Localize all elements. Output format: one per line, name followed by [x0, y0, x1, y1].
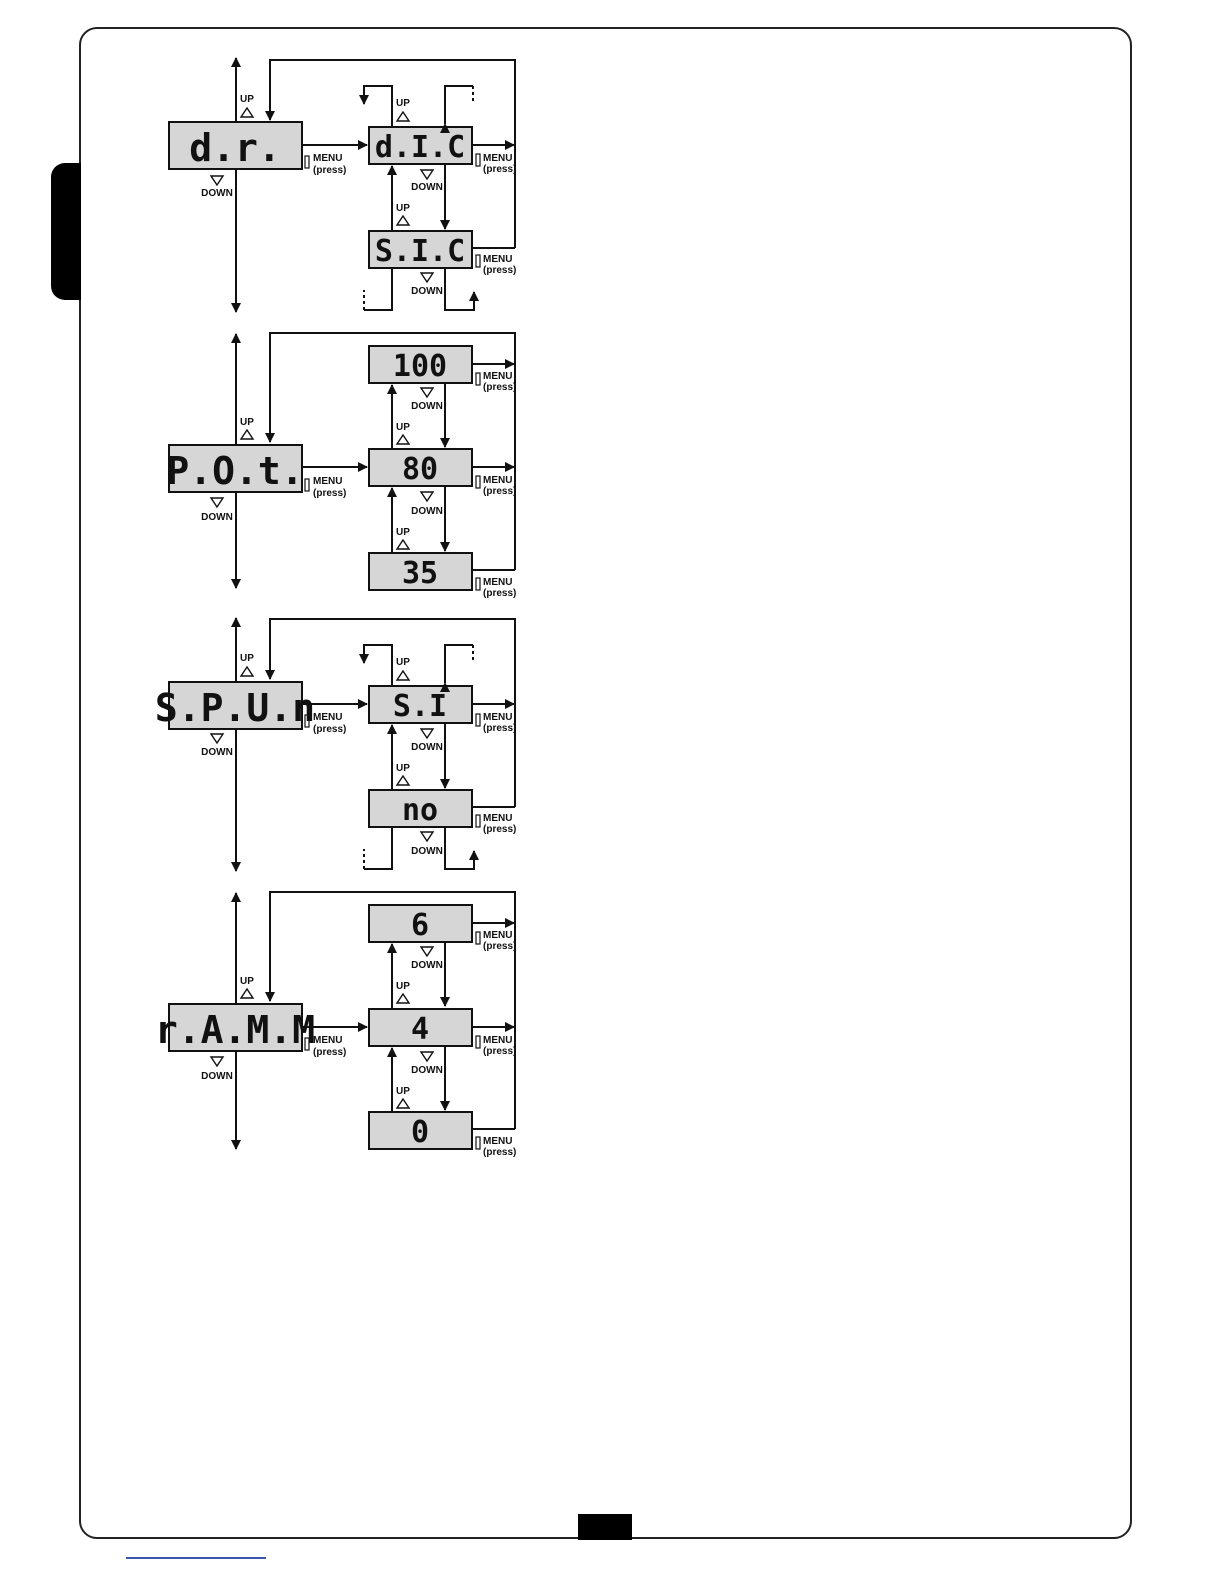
up-label: UP [396, 203, 410, 214]
menu-label: MENU [483, 475, 512, 486]
up-label: UP [396, 527, 410, 538]
up-label: UP [240, 653, 254, 664]
option-display: S.I [368, 685, 473, 724]
display-text: d.I.C [375, 130, 465, 165]
down-label: DOWN [411, 742, 443, 753]
down-label: DOWN [201, 1071, 233, 1082]
display-text: no [402, 793, 438, 828]
press-label: (press) [483, 265, 516, 276]
menu-label: MENU [313, 476, 342, 487]
down-label: DOWN [201, 747, 233, 758]
down-label: DOWN [411, 182, 443, 193]
press-label: (press) [483, 723, 516, 734]
press-label: (press) [483, 486, 516, 497]
press-label: (press) [483, 1046, 516, 1057]
display-text: P.O.t. [166, 449, 303, 493]
menu-group-ram: r.A.M.M UP DOWN MENU (press) 6 MENU (pre… [155, 891, 516, 1158]
option-display: S.I.C [368, 230, 473, 269]
press-label: (press) [313, 488, 346, 499]
menu-label: MENU [483, 712, 512, 723]
down-label: DOWN [411, 401, 443, 412]
display-text: S.I.C [375, 234, 465, 269]
up-label: UP [240, 976, 254, 987]
option-display: 0 [368, 1111, 473, 1150]
menu-label: MENU [483, 1035, 512, 1046]
down-label: DOWN [411, 286, 443, 297]
up-label: UP [396, 657, 410, 668]
main-display: r.A.M.M [155, 1003, 315, 1052]
option-display: 6 [368, 904, 473, 943]
display-text: S.P.U.n [155, 686, 315, 730]
display-text: 80 [402, 452, 438, 487]
menu-label: MENU [313, 153, 342, 164]
option-display: 4 [368, 1008, 473, 1047]
menu-group-drct: d.r. UP DOWN MENU (press) d.I.C MENU (pr… [168, 57, 516, 313]
press-label: (press) [313, 724, 346, 735]
display-text: S.I [393, 689, 447, 724]
display-text: 100 [393, 349, 447, 384]
main-display: P.O.t. [166, 444, 304, 493]
option-display: d.I.C [368, 126, 473, 165]
menu-label: MENU [483, 930, 512, 941]
menu-label: MENU [313, 712, 342, 723]
press-label: (press) [483, 1147, 516, 1158]
menu-label: MENU [313, 1035, 342, 1046]
down-label: DOWN [411, 506, 443, 517]
menu-label: MENU [483, 577, 512, 588]
up-label: UP [240, 417, 254, 428]
down-label: DOWN [411, 846, 443, 857]
page-number-box [578, 1514, 632, 1540]
menu-label: MENU [483, 1136, 512, 1147]
down-label: DOWN [411, 1065, 443, 1076]
display-text: r.A.M.M [155, 1008, 315, 1052]
press-label: (press) [483, 941, 516, 952]
menu-label: MENU [483, 371, 512, 382]
display-text: 4 [411, 1012, 429, 1047]
menu-label: MENU [483, 153, 512, 164]
up-label: UP [396, 422, 410, 433]
press-label: (press) [483, 824, 516, 835]
down-label: DOWN [411, 960, 443, 971]
display-text: 35 [402, 556, 438, 591]
down-label: DOWN [201, 188, 233, 199]
press-label: (press) [483, 382, 516, 393]
press-label: (press) [483, 588, 516, 599]
display-text: 0 [411, 1115, 429, 1150]
option-display: 35 [368, 552, 473, 591]
option-display: 80 [368, 448, 473, 487]
option-display: no [368, 789, 473, 828]
press-label: (press) [313, 165, 346, 176]
press-label: (press) [483, 164, 516, 175]
option-display: 100 [368, 345, 473, 384]
up-label: UP [396, 1086, 410, 1097]
menu-label: MENU [483, 813, 512, 824]
down-label: DOWN [201, 512, 233, 523]
up-label: UP [396, 98, 410, 109]
up-label: UP [240, 94, 254, 105]
menu-group-spun: S.P.U.n UP DOWN MENU (press) S.I MENU (p… [155, 617, 516, 872]
display-text: d.r. [189, 126, 281, 170]
up-label: UP [396, 981, 410, 992]
menu-group-pot: P.O.t. UP DOWN MENU (press) 100 MENU (pr… [166, 332, 516, 599]
press-label: (press) [313, 1047, 346, 1058]
up-label: UP [396, 763, 410, 774]
section-tab [51, 163, 81, 300]
display-text: 6 [411, 908, 429, 943]
main-display: S.P.U.n [155, 681, 315, 730]
menu-label: MENU [483, 254, 512, 265]
main-display: d.r. [168, 121, 303, 170]
footer-rule [126, 1557, 266, 1559]
